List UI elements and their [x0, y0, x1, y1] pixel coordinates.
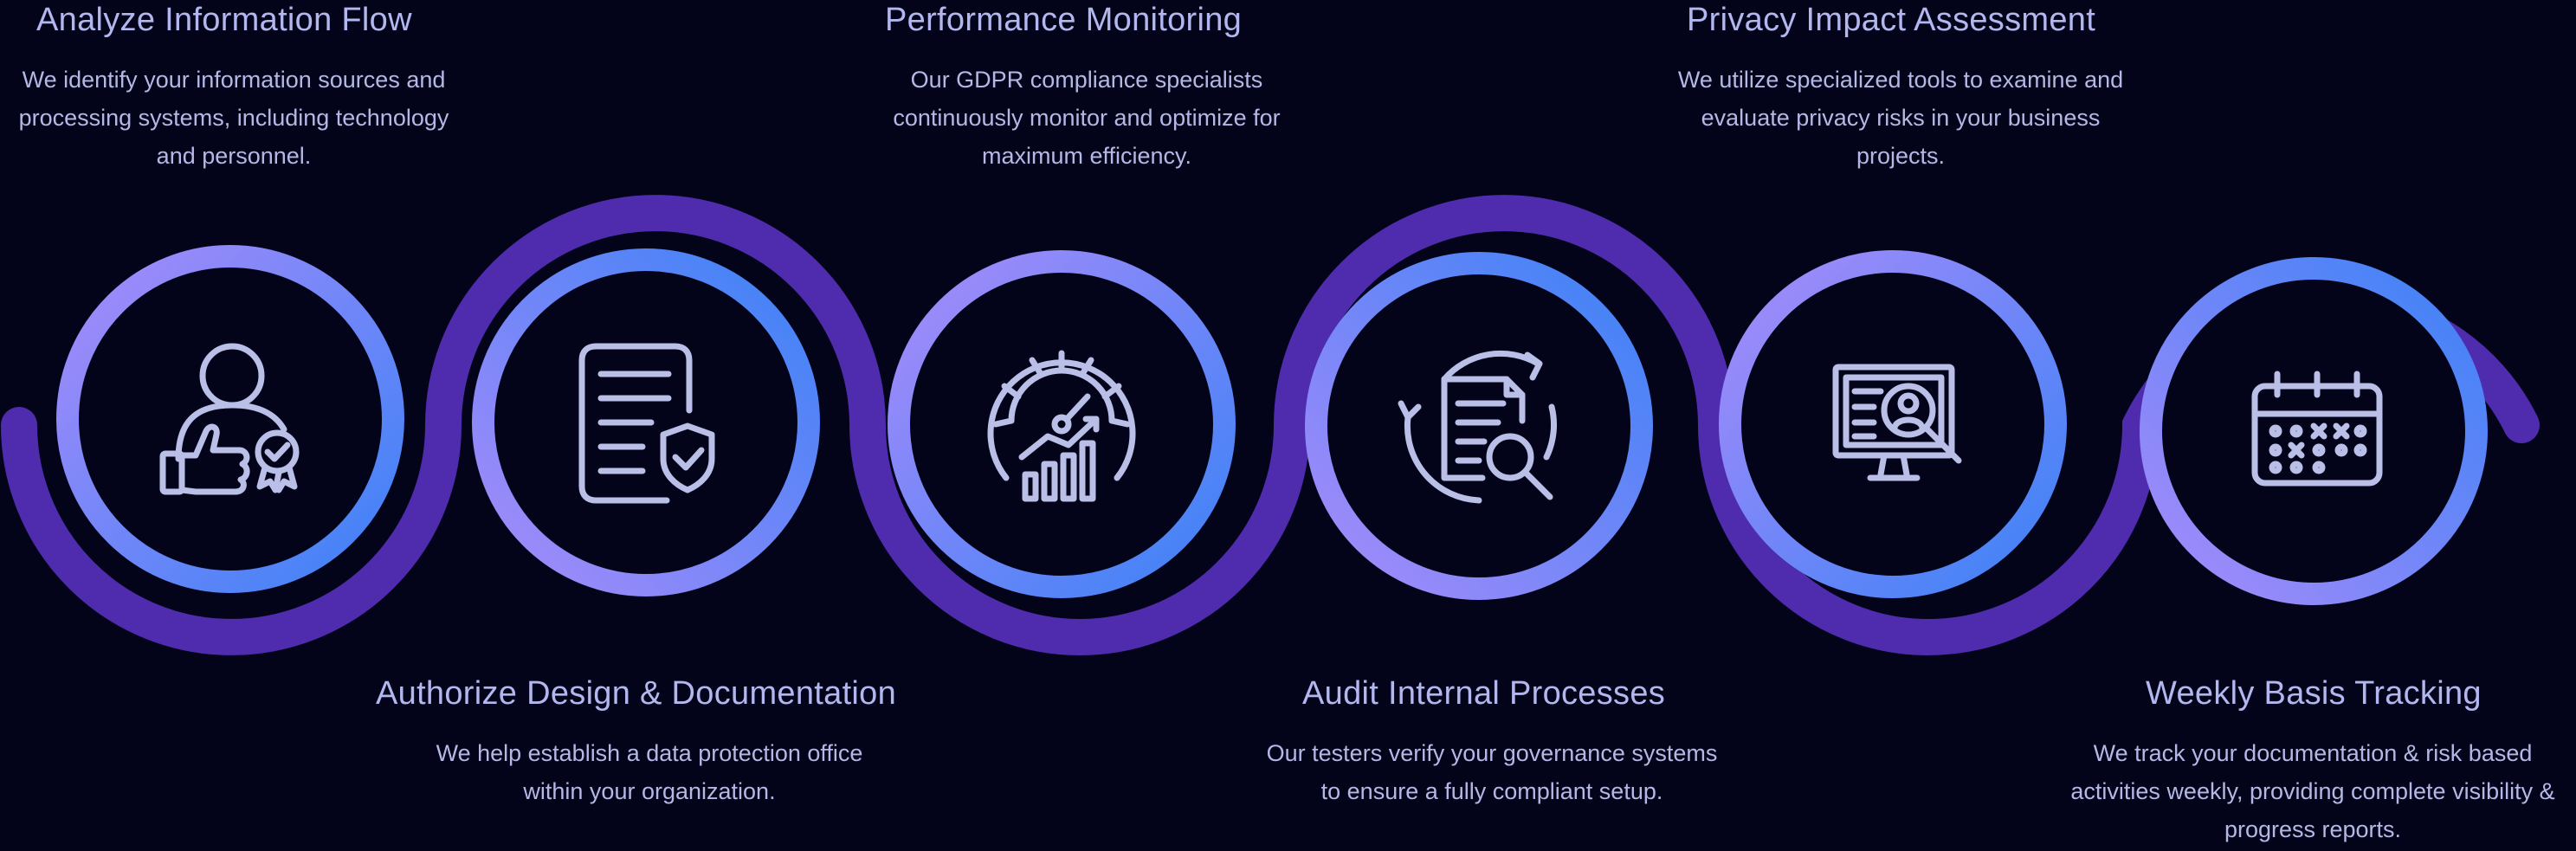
step-6-title: Weekly Basis Tracking	[2146, 675, 2482, 712]
ring-1	[56, 245, 404, 593]
wave-connector	[1, 195, 2540, 655]
step-3-description: Our GDPR compliance specialists continuo…	[893, 67, 1281, 169]
step-1-title: Analyze Information Flow	[36, 2, 412, 38]
step-6-description: We track your documentation & risk based…	[2070, 740, 2555, 842]
step-5-title: Privacy Impact Assessment	[1687, 2, 2096, 38]
step-3-title: Performance Monitoring	[885, 2, 1243, 38]
ring-3	[888, 250, 1236, 598]
step-5-description: We utilize specialized tools to examine …	[1677, 67, 2124, 169]
document-search-icon	[1398, 350, 1558, 504]
calendar-icon	[2251, 371, 2383, 487]
user-badge-thumbs-up-icon	[159, 343, 300, 495]
ring-6	[2140, 257, 2488, 605]
gauge-chart-icon	[987, 350, 1136, 502]
step-2-description: We help establish a data protection offi…	[436, 740, 863, 804]
monitor-user-search-icon	[1832, 364, 1962, 481]
step-2-title: Authorize Design & Documentation	[376, 675, 897, 712]
step-rings	[56, 245, 2488, 605]
step-4-description: Our testers verify your governance syste…	[1266, 740, 1718, 804]
document-shield-icon	[578, 343, 715, 504]
step-4-title: Audit Internal Processes	[1302, 675, 1666, 712]
ring-4	[1305, 252, 1653, 600]
step-1-description: We identify your information sources and…	[18, 67, 449, 169]
